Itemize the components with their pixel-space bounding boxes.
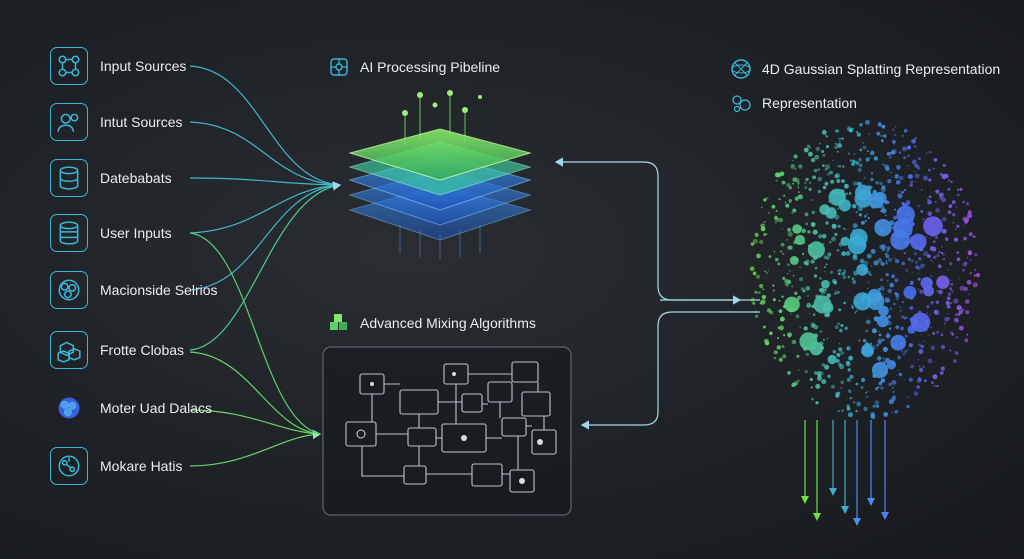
source-label: Macionside Selrios bbox=[100, 281, 218, 298]
pipeline-header: AI Processing Pibeline bbox=[328, 56, 500, 78]
flow-line bbox=[189, 184, 341, 291]
source-item: Input Sources bbox=[50, 46, 186, 86]
mixing-flowchart bbox=[322, 346, 572, 516]
representation-subheader: Representation bbox=[730, 92, 857, 114]
representation-title: 4D Gaussian Splatting Representation bbox=[762, 61, 1001, 77]
pipeline-layers bbox=[348, 90, 532, 259]
flow-line bbox=[189, 181, 342, 351]
pipeline-title: AI Processing Pibeline bbox=[360, 59, 501, 75]
mixing-header: Advanced Mixing Algorithms bbox=[328, 312, 536, 334]
source-item: Macionside Selrios bbox=[50, 270, 218, 310]
source-label: Datebabats bbox=[100, 169, 172, 186]
flow-line bbox=[189, 177, 341, 186]
source-label: Moter Uad Dalacs bbox=[100, 399, 213, 416]
feedback-line bbox=[580, 311, 760, 430]
neural-layers-icon bbox=[328, 56, 350, 78]
flow-line bbox=[189, 121, 341, 186]
gaussian-sphere-icon bbox=[730, 58, 752, 80]
source-label: Mokare Hatis bbox=[100, 457, 183, 474]
gaussian-splat-cloud bbox=[749, 120, 981, 526]
stacked-cubes-icon bbox=[50, 331, 88, 369]
blobs-icon bbox=[730, 92, 752, 114]
server-icon bbox=[50, 214, 88, 252]
source-label: Intut Sources bbox=[100, 113, 183, 130]
pipeline-glow-dots bbox=[402, 90, 482, 145]
flow-line bbox=[189, 65, 341, 186]
source-label: Input Sources bbox=[100, 57, 187, 74]
database-icon bbox=[50, 159, 88, 197]
source-item: Datebabats bbox=[50, 158, 172, 198]
flow-line bbox=[189, 232, 321, 435]
source-item: Intut Sources bbox=[50, 102, 183, 142]
source-item: Frotte Clobas bbox=[50, 330, 184, 370]
users-icon bbox=[50, 103, 88, 141]
representation-subtitle: Representation bbox=[762, 95, 857, 111]
representation-header: 4D Gaussian Splatting Representation bbox=[730, 58, 1000, 80]
flow-line bbox=[189, 409, 321, 435]
green-cubes-icon bbox=[328, 312, 350, 334]
blob-cluster-icon bbox=[50, 389, 88, 427]
source-label: Frotte Clobas bbox=[100, 341, 185, 358]
flow-line bbox=[189, 429, 322, 467]
source-item: Moter Uad Dalacs bbox=[50, 388, 212, 428]
mixing-title: Advanced Mixing Algorithms bbox=[360, 315, 536, 331]
splat-particles bbox=[749, 120, 981, 420]
flow-line bbox=[189, 184, 341, 234]
molecule-icon bbox=[50, 447, 88, 485]
source-item: User Inputs bbox=[50, 213, 172, 253]
source-item: Mokare Hatis bbox=[50, 446, 182, 486]
splat-arrows bbox=[801, 420, 889, 526]
cluster-circles-icon bbox=[50, 271, 88, 309]
feedback-line bbox=[554, 157, 760, 301]
source-label: User Inputs bbox=[100, 224, 172, 241]
flow-line bbox=[189, 351, 321, 435]
network-nodes-icon bbox=[50, 47, 88, 85]
